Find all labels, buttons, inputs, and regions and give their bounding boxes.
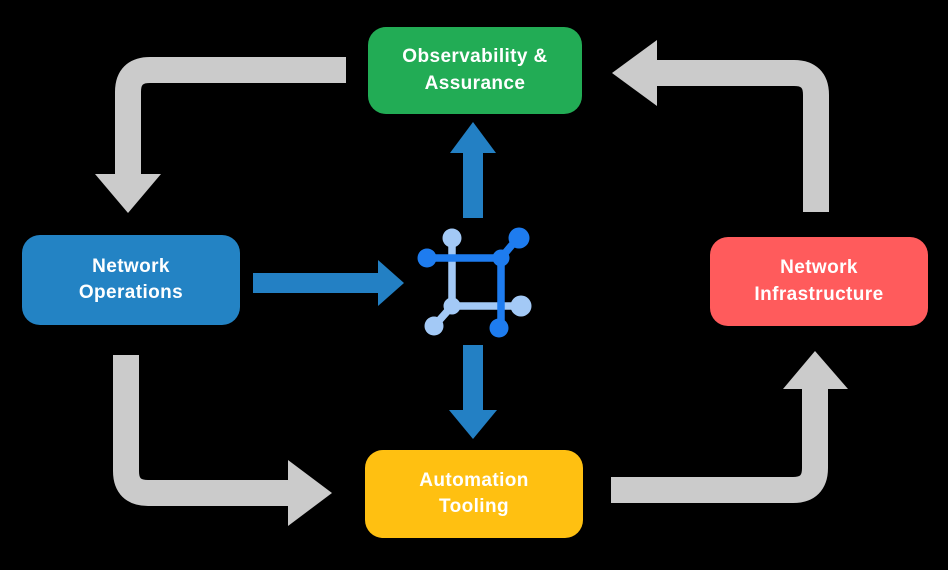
icon-light-strands xyxy=(424,228,532,336)
arrow-icon-to-observability xyxy=(450,122,496,218)
node-observability-label: Observability & Assurance xyxy=(402,46,548,94)
arrow-icon-to-automation xyxy=(449,345,497,439)
node-operations-label: Network Operations xyxy=(78,255,184,303)
node-infrastructure-label: Network Infrastructure xyxy=(754,257,884,305)
arrow-operations-to-automation xyxy=(113,355,332,526)
node-observability-assurance: Observability & Assurance xyxy=(368,27,582,114)
arrow-observability-to-operations xyxy=(95,57,346,213)
node-network-infrastructure: Network Infrastructure xyxy=(710,237,928,326)
icon-dark-strands xyxy=(417,227,530,338)
node-automation-label: Automation Tooling xyxy=(419,469,529,517)
arrow-automation-to-infrastructure xyxy=(611,351,848,503)
node-automation-tooling: Automation Tooling xyxy=(365,450,583,538)
arrow-operations-to-icon xyxy=(253,260,404,306)
node-network-operations: Network Operations xyxy=(22,235,240,325)
arrow-infrastructure-to-observability xyxy=(612,40,829,212)
network-automation-icon xyxy=(417,227,532,338)
